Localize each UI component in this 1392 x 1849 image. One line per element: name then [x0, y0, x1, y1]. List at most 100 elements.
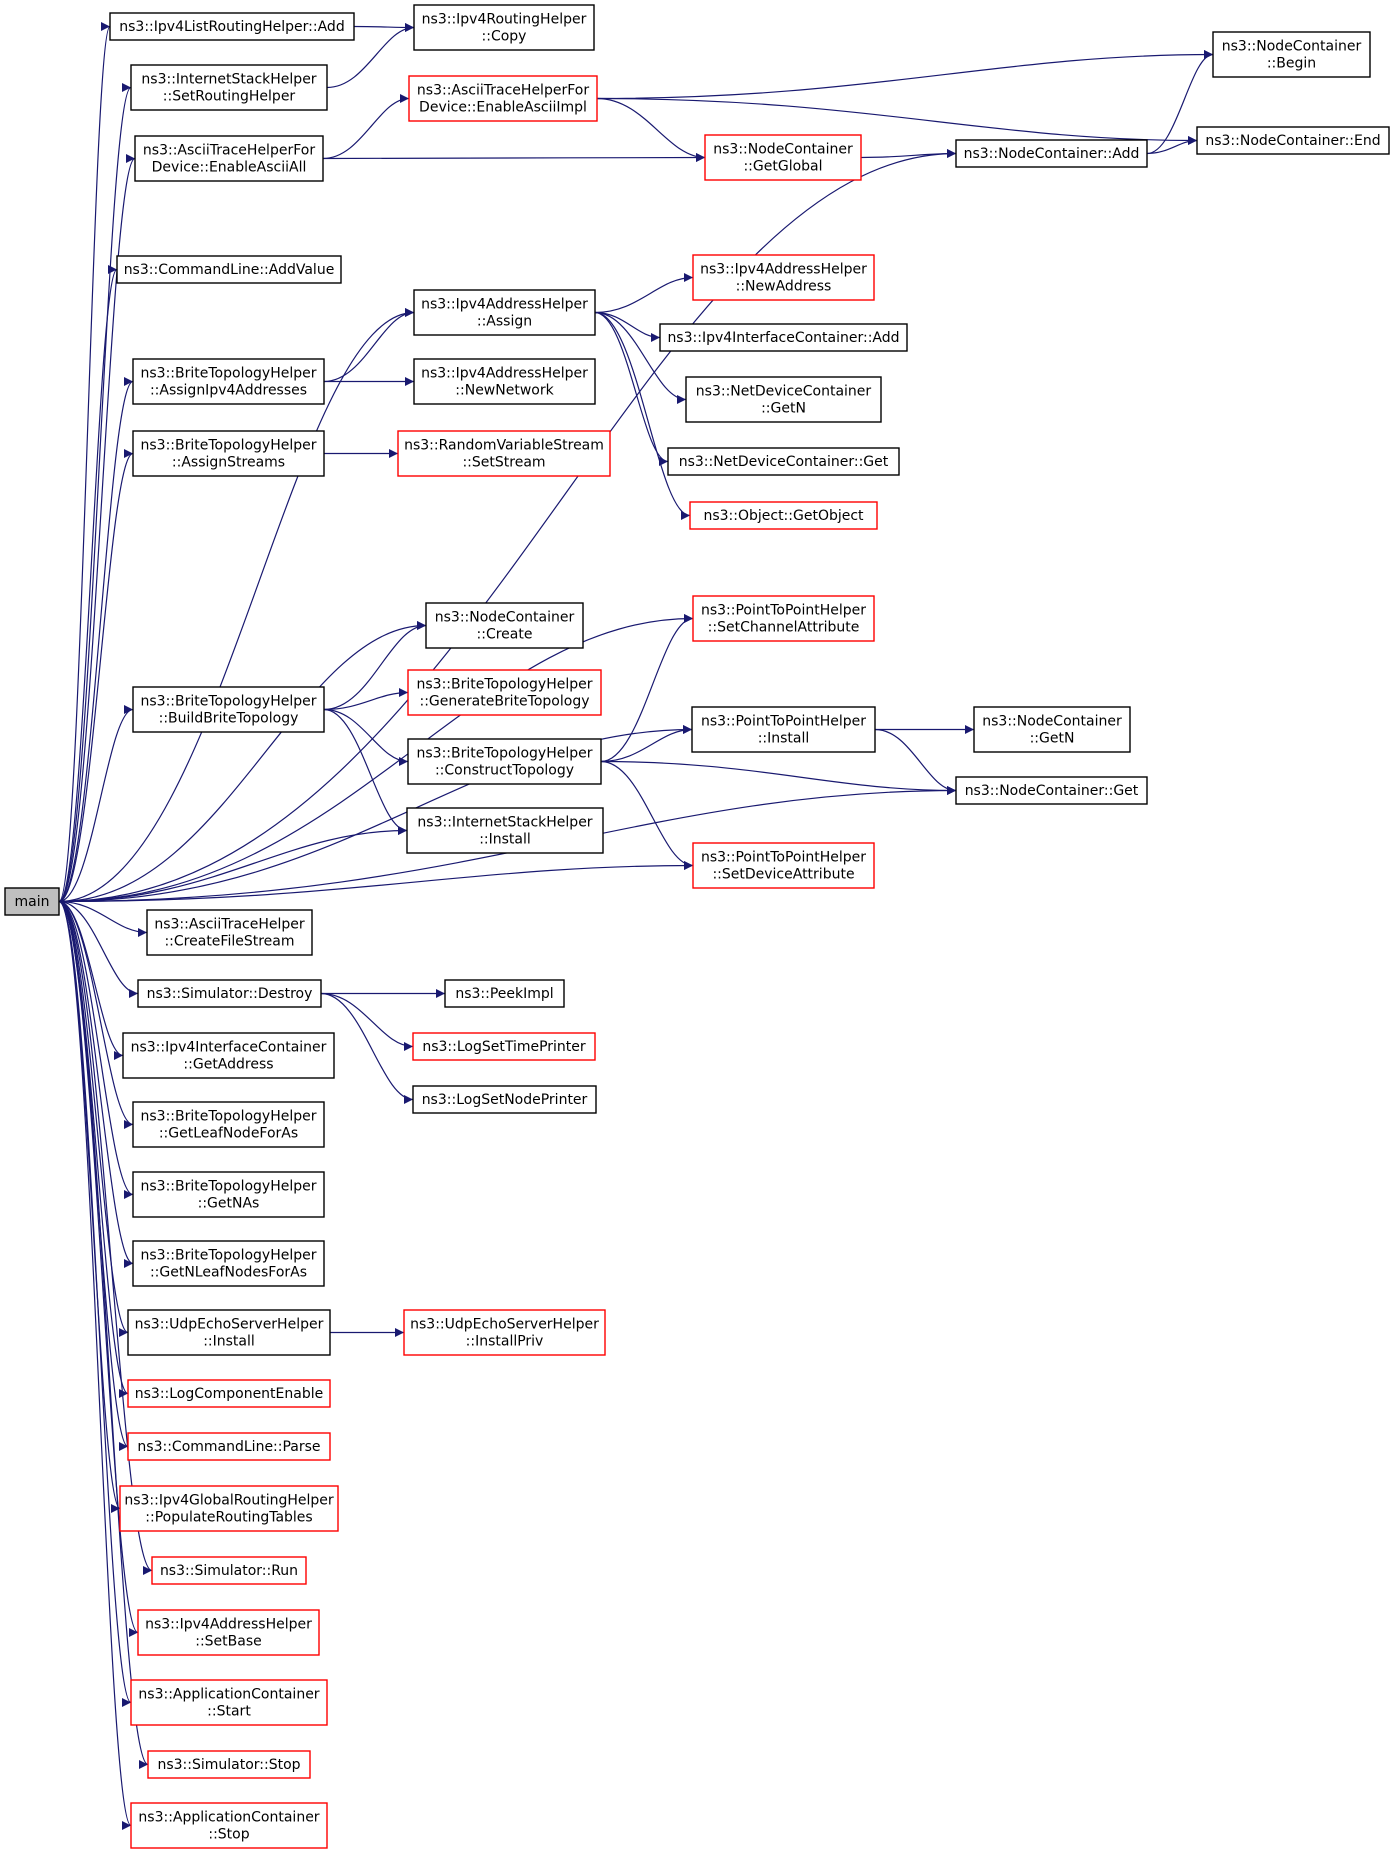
edge-main-to-ascii_enableall: [58, 154, 136, 903]
node-box: [132, 430, 325, 477]
node-label: ns3::Ipv4GlobalRoutingHelper: [124, 1493, 334, 1509]
node-box: [973, 706, 1131, 753]
node-ipv4list_add[interactable]: ns3::Ipv4ListRoutingHelper::Add: [109, 12, 355, 41]
node-peekimpl[interactable]: ns3::PeekImpl: [444, 979, 565, 1008]
node-nc_begin[interactable]: ns3::NodeContainer::Begin: [1212, 31, 1371, 78]
node-label: ::SetBase: [195, 1634, 262, 1650]
node-p2p_setdeviceattr[interactable]: ns3::PointToPointHelper::SetDeviceAttrib…: [692, 842, 875, 889]
node-brite_assignipv4[interactable]: ns3::BriteTopologyHelper::AssignIpv4Addr…: [132, 358, 325, 405]
node-app_stop[interactable]: ns3::ApplicationContainer::Stop: [130, 1802, 328, 1849]
node-ndc_get[interactable]: ns3::NetDeviceContainer::Get: [667, 447, 900, 476]
node-label: ns3::BriteTopologyHelper: [417, 677, 593, 693]
node-inetstack_install[interactable]: ns3::InternetStackHelper::Install: [406, 807, 604, 854]
edge-main-to-sim_run: [58, 900, 153, 1575]
node-p2p_setchannelattr[interactable]: ns3::PointToPointHelper::SetChannelAttri…: [692, 595, 875, 642]
node-brite_getnas[interactable]: ns3::BriteTopologyHelper::GetNAs: [132, 1171, 325, 1218]
edge-ipv4addr_assign-to-ndc_get: [594, 311, 669, 466]
edge-nc_add-to-nc_begin: [1146, 50, 1214, 155]
edge-sim_destroy-to-logsetnodeprinter: [320, 992, 414, 1104]
node-brite_generate[interactable]: ns3::BriteTopologyHelper::GenerateBriteT…: [407, 669, 602, 716]
node-box: [667, 447, 900, 476]
node-box: [413, 289, 596, 336]
node-box: [412, 1085, 597, 1114]
node-app_start[interactable]: ns3::ApplicationContainer::Start: [130, 1679, 328, 1726]
node-box: [412, 1032, 596, 1061]
edge-main-to-brite_getnleafnodesforas: [58, 900, 134, 1268]
node-ipv4if_getaddress[interactable]: ns3::Ipv4InterfaceContainer::GetAddress: [122, 1032, 335, 1079]
node-label: Device::EnableAsciiImpl: [419, 100, 587, 116]
node-nc_getglobal[interactable]: ns3::NodeContainer::GetGlobal: [704, 134, 862, 181]
edge-main-to-inetstack_setrouting: [58, 83, 132, 903]
node-brite_construct[interactable]: ns3::BriteTopologyHelper::ConstructTopol…: [407, 738, 602, 785]
node-sim_destroy[interactable]: ns3::Simulator::Destroy: [137, 979, 322, 1008]
node-ascii_enableimpl[interactable]: ns3::AsciiTraceHelperForDevice::EnableAs…: [408, 75, 598, 122]
node-label: ns3::Object::GetObject: [703, 508, 864, 524]
node-ipv4addr_newnetwork[interactable]: ns3::Ipv4AddressHelper::NewNetwork: [413, 358, 596, 405]
node-brite_getleafnodeforas[interactable]: ns3::BriteTopologyHelper::GetLeafNodeFor…: [132, 1101, 325, 1148]
node-brite_assignstreams[interactable]: ns3::BriteTopologyHelper::AssignStreams: [132, 430, 325, 477]
node-box: [127, 1309, 331, 1356]
node-label: ns3::Ipv4InterfaceContainer: [131, 1040, 327, 1056]
edge-brite_build-to-brite_construct: [323, 708, 409, 766]
node-rvs_setstream[interactable]: ns3::RandomVariableStream::SetStream: [397, 430, 611, 477]
node-box: [147, 1750, 311, 1779]
edge-brite_assignipv4-to-ipv4addr_assign: [323, 308, 415, 383]
node-box: [151, 1556, 307, 1585]
node-box: [692, 254, 875, 301]
node-sim_stop[interactable]: ns3::Simulator::Stop: [147, 1750, 311, 1779]
node-brite_build[interactable]: ns3::BriteTopologyHelper::BuildBriteTopo…: [132, 686, 325, 733]
node-logsettimeprinter[interactable]: ns3::LogSetTimePrinter: [412, 1032, 596, 1061]
node-cmd_addvalue[interactable]: ns3::CommandLine::AddValue: [116, 255, 342, 284]
node-label: ::Create: [477, 627, 533, 643]
node-box: [4, 887, 60, 916]
node-object_getobject[interactable]: ns3::Object::GetObject: [689, 501, 878, 530]
node-label: ::GetAddress: [183, 1057, 273, 1073]
edge-main-to-brite_getnas: [58, 900, 134, 1199]
node-ipv4routing_copy[interactable]: ns3::Ipv4RoutingHelper::Copy: [413, 4, 595, 51]
node-label: ::PopulateRoutingTables: [145, 1510, 312, 1526]
node-label: ns3::NodeContainer: [713, 142, 853, 158]
node-label: ns3::ApplicationContainer: [138, 1687, 319, 1703]
node-nc_get[interactable]: ns3::NodeContainer::Get: [955, 776, 1148, 805]
node-label: ::GetGlobal: [743, 159, 822, 175]
node-label: ::Install: [203, 1334, 255, 1350]
node-nc_getn[interactable]: ns3::NodeContainer::GetN: [973, 706, 1131, 753]
node-ascii_enableall[interactable]: ns3::AsciiTraceHelperForDevice::EnableAs…: [134, 135, 324, 182]
edge-brite_build-to-inetstack_install: [323, 708, 408, 835]
node-box: [397, 430, 611, 477]
node-label: ns3::RandomVariableStream: [404, 438, 604, 454]
node-logcomponentenable[interactable]: ns3::LogComponentEnable: [127, 1379, 331, 1408]
node-nc_end[interactable]: ns3::NodeContainer::End: [1196, 126, 1390, 155]
node-udpecho_installpriv[interactable]: ns3::UdpEchoServerHelper::InstallPriv: [403, 1309, 606, 1356]
node-label: ::GetNLeafNodesForAs: [150, 1265, 307, 1281]
node-box: [122, 1032, 335, 1079]
node-label: ::SetDeviceAttribute: [712, 867, 854, 883]
node-sim_run[interactable]: ns3::Simulator::Run: [151, 1556, 307, 1585]
node-ipv4addr_newaddress[interactable]: ns3::Ipv4AddressHelper::NewAddress: [692, 254, 875, 301]
node-box: [685, 376, 882, 423]
node-p2p_install[interactable]: ns3::PointToPointHelper::Install: [691, 706, 876, 753]
node-ipv4if_add[interactable]: ns3::Ipv4InterfaceContainer::Add: [659, 323, 908, 352]
node-udpecho_install[interactable]: ns3::UdpEchoServerHelper::Install: [127, 1309, 331, 1356]
node-nc_add[interactable]: ns3::NodeContainer::Add: [955, 139, 1148, 168]
node-label: ns3::NetDeviceContainer: [696, 384, 872, 400]
node-box: [406, 807, 604, 854]
node-logsetnodeprinter[interactable]: ns3::LogSetNodePrinter: [412, 1085, 597, 1114]
node-box: [407, 669, 602, 716]
node-label: ns3::LogSetNodePrinter: [422, 1092, 588, 1108]
node-label: ns3::Ipv4ListRoutingHelper::Add: [119, 19, 344, 35]
edge-ipv4addr_assign-to-object_getobject: [594, 311, 691, 520]
edge-main-to-cmd_addvalue: [58, 265, 118, 903]
node-label: ns3::AsciiTraceHelperFor: [417, 83, 589, 99]
node-label: ns3::Simulator::Stop: [157, 1757, 300, 1773]
node-ndc_getn[interactable]: ns3::NetDeviceContainer::GetN: [685, 376, 882, 423]
node-cmd_parse[interactable]: ns3::CommandLine::Parse: [127, 1432, 331, 1461]
node-ipv4global_populate[interactable]: ns3::Ipv4GlobalRoutingHelper::PopulateRo…: [119, 1485, 339, 1532]
node-ipv4addr_setbase[interactable]: ns3::Ipv4AddressHelper::SetBase: [137, 1609, 320, 1656]
node-inetstack_setrouting[interactable]: ns3::InternetStackHelper::SetRoutingHelp…: [130, 64, 328, 111]
node-nc_create[interactable]: ns3::NodeContainer::Create: [425, 602, 584, 649]
node-main[interactable]: main: [4, 887, 60, 916]
node-ipv4addr_assign[interactable]: ns3::Ipv4AddressHelper::Assign: [413, 289, 596, 336]
node-brite_getnleafnodesforas[interactable]: ns3::BriteTopologyHelper::GetNLeafNodesF…: [132, 1240, 325, 1287]
node-ascii_createfilestream[interactable]: ns3::AsciiTraceHelper::CreateFileStream: [146, 909, 313, 956]
